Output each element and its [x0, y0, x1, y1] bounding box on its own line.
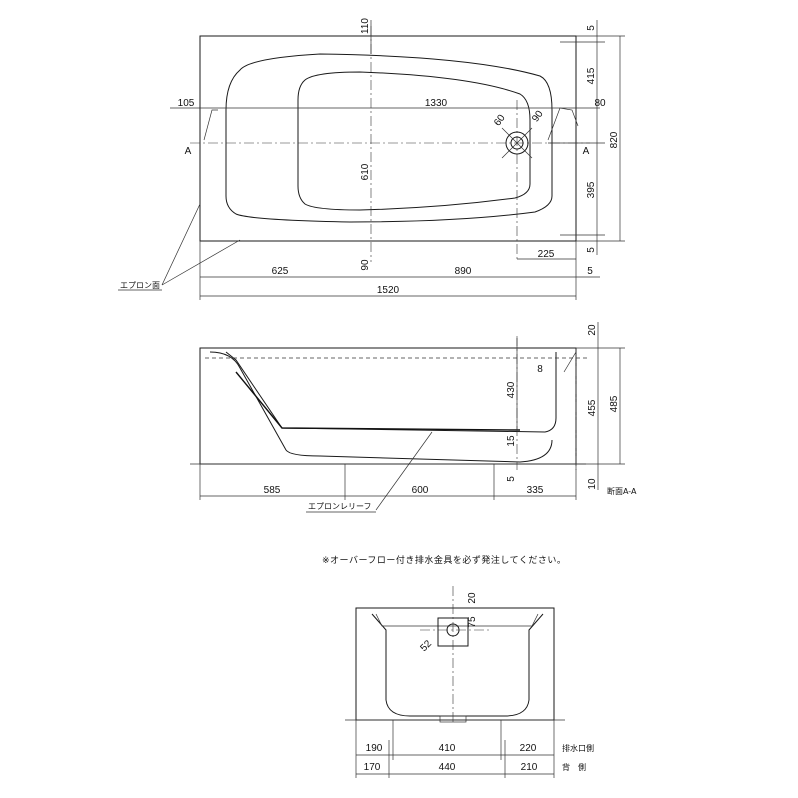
dim-a-410: 410 — [439, 743, 456, 754]
dim-b-210: 210 — [521, 762, 538, 773]
dim-seg-625: 625 — [272, 266, 289, 277]
leader-line — [161, 203, 201, 286]
dim-edge-8: 8 — [537, 364, 543, 375]
end-view: 20 75 52 190 410 220 排水口側 170 440 210 背 … — [345, 586, 594, 778]
dim-seg-600: 600 — [412, 485, 429, 496]
dim-total-485: 485 — [609, 395, 620, 412]
end-drain-foot — [439, 715, 467, 723]
dim-drain-90: 90 — [530, 108, 546, 124]
end-basin-outer — [371, 613, 544, 717]
plan-view: 5 415 820 395 5 110 105 1330 80 60 90 61… — [118, 18, 625, 300]
dim-total-len: 1520 — [377, 285, 400, 296]
dim-right-off: 80 — [594, 98, 606, 109]
dim-right-bottom: 5 — [586, 247, 597, 253]
drain-cross-2 — [501, 127, 533, 159]
dim-inner-width: 610 — [360, 163, 371, 180]
plan-break-mark-right — [547, 107, 579, 141]
drain-outer-circle — [505, 131, 529, 155]
dim-hole-75: 75 — [467, 616, 478, 628]
dim-seg-890: 890 — [455, 266, 472, 277]
drain-side-label: 排水口側 — [562, 743, 594, 753]
dim-hole-52: 52 — [418, 638, 434, 654]
dim-seg-5: 5 — [587, 266, 593, 277]
dim-inner-len: 1330 — [425, 98, 448, 109]
dim-floor-5: 5 — [506, 476, 517, 482]
apron-face-label: エプロン面 — [120, 281, 160, 290]
section-label: 断面A-A — [607, 486, 637, 496]
dim-right-lower: 395 — [586, 181, 597, 198]
dim-seg-335: 335 — [527, 485, 544, 496]
section-outline — [199, 347, 577, 465]
leader-line — [161, 239, 241, 286]
dim-inner-455: 455 — [587, 399, 598, 416]
section-basin-outer — [209, 351, 553, 463]
plan-outline — [199, 35, 577, 242]
plan-basin-floor — [297, 71, 531, 211]
dim-a-190: 190 — [366, 743, 383, 754]
drain-inner-circle — [510, 136, 524, 150]
plan-break-mark-left — [203, 109, 218, 141]
dim-base-10: 10 — [587, 478, 598, 490]
order-note: ※オーバーフロー付き排水金具を必ず発注してください。 — [322, 554, 566, 566]
apron-relief-label: エプロンレリーフ — [308, 502, 372, 511]
dim-drain-60: 60 — [492, 112, 508, 128]
section-basin-floor — [235, 371, 521, 431]
section-mark-left: A — [185, 146, 192, 157]
dim-floor-15: 15 — [506, 435, 517, 447]
section-mark-right: A — [583, 146, 590, 157]
back-side-label: 背 側 — [562, 762, 586, 772]
dim-left-off: 105 — [178, 98, 195, 109]
section-view: 20 430 8 455 485 15 5 10 585 600 335 断面A… — [190, 322, 637, 513]
dim-right-total: 820 — [609, 131, 620, 148]
dim-b-440: 440 — [439, 762, 456, 773]
dim-end-top-20: 20 — [467, 592, 478, 604]
dim-b-170: 170 — [364, 762, 381, 773]
dim-a-220: 220 — [520, 743, 537, 754]
leader-line — [375, 431, 433, 511]
plan-basin-rim — [225, 53, 553, 223]
dim-depth-430: 430 — [506, 381, 517, 398]
rim-line — [563, 351, 577, 373]
dim-right-top: 5 — [586, 25, 597, 31]
dim-right-upper: 415 — [586, 67, 597, 84]
end-basin-rim — [375, 613, 539, 627]
dim-bottom-90: 90 — [360, 259, 371, 271]
dim-top-20: 20 — [587, 324, 598, 336]
dim-top-gap: 110 — [360, 18, 371, 34]
dim-drain-off: 225 — [538, 249, 555, 260]
dim-seg-585: 585 — [264, 485, 281, 496]
